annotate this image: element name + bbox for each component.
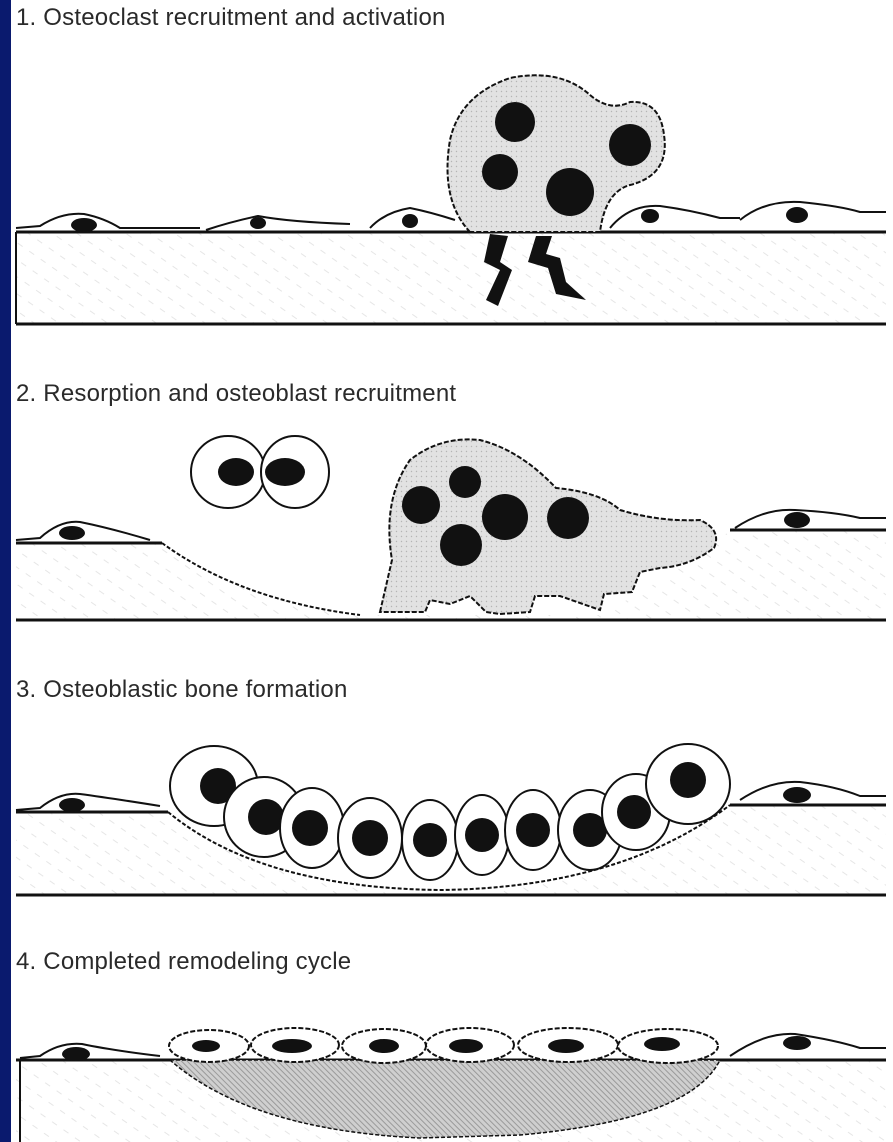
osteoblast-nucleus — [292, 810, 328, 846]
stage-2-panel — [16, 436, 886, 620]
lining-cell — [206, 216, 350, 230]
osteoblast-nucleus — [352, 820, 388, 856]
lining-cell-nucleus — [783, 1036, 811, 1050]
lining-cell — [740, 202, 886, 220]
lining-cell-nucleus — [250, 217, 266, 229]
osteoclast-nucleus — [547, 497, 589, 539]
stage-3-panel — [16, 744, 886, 895]
osteoblast-nucleus — [413, 823, 447, 857]
bone-matrix — [16, 232, 886, 324]
osteoclast-nucleus — [402, 486, 440, 524]
osteoclast-nucleus — [449, 466, 481, 498]
osteoblast-nucleus — [617, 795, 651, 829]
lining-cell-nucleus — [59, 526, 85, 540]
lining-cell-nucleus — [71, 218, 97, 232]
preosteoblast-nucleus — [265, 458, 305, 486]
lining-cell — [16, 794, 160, 810]
lining-cell-nucleus — [62, 1047, 90, 1061]
osteoclast-nucleus — [482, 154, 518, 190]
lining-cell-nucleus — [783, 787, 811, 803]
lining-cell — [20, 1044, 160, 1058]
lining-cell-nucleus — [272, 1039, 312, 1053]
lining-cell-nucleus — [449, 1039, 483, 1053]
osteoblast-nucleus — [248, 799, 284, 835]
lining-cell — [740, 782, 886, 800]
lining-cell-nucleus — [784, 512, 810, 528]
osteoclast-nucleus — [440, 524, 482, 566]
lining-cell-nucleus — [641, 209, 659, 223]
lining-cell-nucleus — [402, 214, 418, 228]
lining-cell-nucleus — [548, 1039, 584, 1053]
lining-cell — [16, 214, 200, 228]
lining-cell-nucleus — [786, 207, 808, 223]
osteoclast-nucleus — [482, 494, 528, 540]
osteoclast-nucleus — [546, 168, 594, 216]
stage-1-panel — [16, 75, 886, 324]
lining-cell-nucleus — [59, 798, 85, 812]
lining-cell — [735, 510, 886, 528]
osteoblast-nucleus — [465, 818, 499, 852]
preosteoblast-nucleus — [218, 458, 254, 486]
osteoblast-nucleus — [670, 762, 706, 798]
osteoclast-nucleus — [495, 102, 535, 142]
lining-cell-nucleus — [369, 1039, 399, 1053]
osteoclast-nucleus — [609, 124, 651, 166]
lining-cell — [610, 206, 740, 228]
osteoblast-nucleus — [516, 813, 550, 847]
lining-cell-nucleus — [644, 1037, 680, 1051]
stage-4-panel — [16, 1028, 886, 1142]
lining-cell-nucleus — [192, 1040, 220, 1052]
